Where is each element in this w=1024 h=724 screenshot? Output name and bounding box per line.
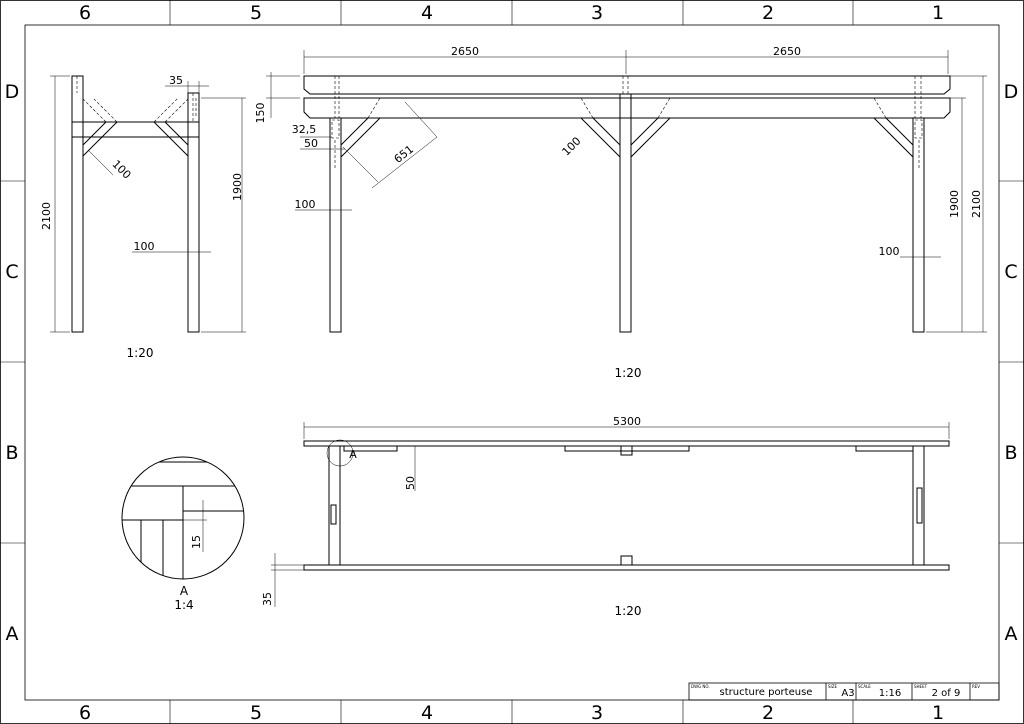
front-view-dim-32-5: 32,5 [292, 123, 317, 136]
zone-col-top-5: 5 [250, 2, 262, 24]
zone-col-bottom-5: 5 [250, 702, 262, 724]
front-view-dim-2100: 2100 [970, 190, 983, 218]
front-view-dim-2650-right: 2650 [773, 45, 801, 58]
front-view-dimension-lines [266, 50, 987, 333]
end-view-right-post [187, 92, 200, 333]
plan-view: 5300 50 35 A 1:20 [261, 415, 950, 618]
end-view-brace-right [164, 121, 189, 146]
zone-col-bottom-3: 3 [591, 702, 603, 724]
title-block-rev-label: REV [972, 684, 980, 689]
zone-row-right-a: A [1005, 623, 1018, 645]
detail-view-label: A [180, 584, 189, 598]
detail-view-scale: 1:4 [174, 598, 193, 612]
front-view-dim-50: 50 [304, 137, 318, 150]
title-block-title: structure porteuse [720, 687, 813, 698]
zone-col-top-2: 2 [762, 2, 774, 24]
detail-a-marker-circle [326, 439, 354, 467]
zone-col-bottom-6: 6 [79, 702, 91, 724]
plan-view-left-post [328, 445, 341, 566]
end-view-crossbeam [71, 121, 200, 138]
front-view-brace-mid-left [592, 117, 621, 146]
zone-labels: 6 5 4 3 2 1 6 5 4 3 2 1 D C B A D C B A [5, 2, 1019, 724]
plan-view-right-post [912, 445, 925, 566]
front-view-dim-1900: 1900 [948, 190, 961, 218]
front-view-brace-left [340, 117, 369, 146]
end-view-dimension-lines [50, 75, 246, 333]
zone-row-right-c: C [1004, 261, 1017, 283]
detail-view-dim-15: 15 [190, 535, 203, 549]
front-view-brace-mid-right [630, 117, 659, 146]
front-view-brace-right [885, 117, 914, 146]
zone-col-bottom-1: 1 [932, 702, 944, 724]
zone-row-left-d: D [5, 81, 20, 103]
end-view-dim-100-post: 100 [134, 240, 155, 253]
end-view-hidden-lines [76, 76, 197, 123]
plan-view-geometry [303, 440, 950, 571]
end-view-scale: 1:20 [127, 346, 154, 360]
end-view-dim-35: 35 [169, 74, 183, 87]
zone-col-top-1: 1 [932, 2, 944, 24]
front-view-dim-150: 150 [254, 103, 267, 124]
title-block-sheet-value: 2 of 9 [932, 688, 961, 699]
detail-a-marker-label: A [349, 448, 357, 461]
zone-row-left-a: A [6, 623, 19, 645]
title-block: DWG NO. structure porteuse SIZE A3 SCALE… [688, 682, 1000, 701]
title-block-size-value: A3 [841, 688, 854, 699]
zone-row-left-b: B [5, 442, 18, 464]
front-view-middle-post [619, 93, 632, 333]
zone-row-right-d: D [1004, 81, 1019, 103]
zone-col-top-4: 4 [421, 2, 433, 24]
front-view-scale: 1:20 [615, 366, 642, 380]
front-view-left-post [329, 117, 342, 333]
zone-row-right-b: B [1004, 442, 1017, 464]
detail-view-dimension-lines [183, 500, 207, 552]
front-view-hidden-lines [331, 76, 923, 170]
plan-view-dim-50: 50 [404, 476, 417, 490]
end-view-dim-2100: 2100 [40, 202, 53, 230]
zone-col-bottom-2: 2 [762, 702, 774, 724]
zone-col-bottom-4: 4 [421, 702, 433, 724]
end-view-brace-left [82, 121, 107, 146]
plan-view-dim-35: 35 [261, 592, 274, 606]
title-block-scale-label: SCALE [858, 684, 871, 689]
title-block-size-label: SIZE [828, 684, 837, 689]
front-view-right-post [912, 117, 925, 333]
end-view-geometry [71, 75, 200, 333]
title-block-dwg-no-label: DWG NO. [691, 684, 710, 689]
plan-view-scale: 1:20 [615, 604, 642, 618]
front-view-dim-100-left: 100 [295, 198, 316, 211]
title-block-sheet-label: SHEET [914, 684, 928, 689]
end-view-dim-1900: 1900 [231, 173, 244, 201]
plan-view-dim-5300: 5300 [613, 415, 641, 428]
front-view-dim-100-right: 100 [879, 245, 900, 258]
zone-row-left-c: C [5, 261, 18, 283]
end-view-left-post [71, 75, 84, 333]
zone-col-top-6: 6 [79, 2, 91, 24]
plan-view-dimension-lines [271, 422, 950, 607]
front-view-dim-2650-left: 2650 [451, 45, 479, 58]
title-block-scale-value: 1:16 [879, 688, 901, 699]
zone-col-top-3: 3 [591, 2, 603, 24]
